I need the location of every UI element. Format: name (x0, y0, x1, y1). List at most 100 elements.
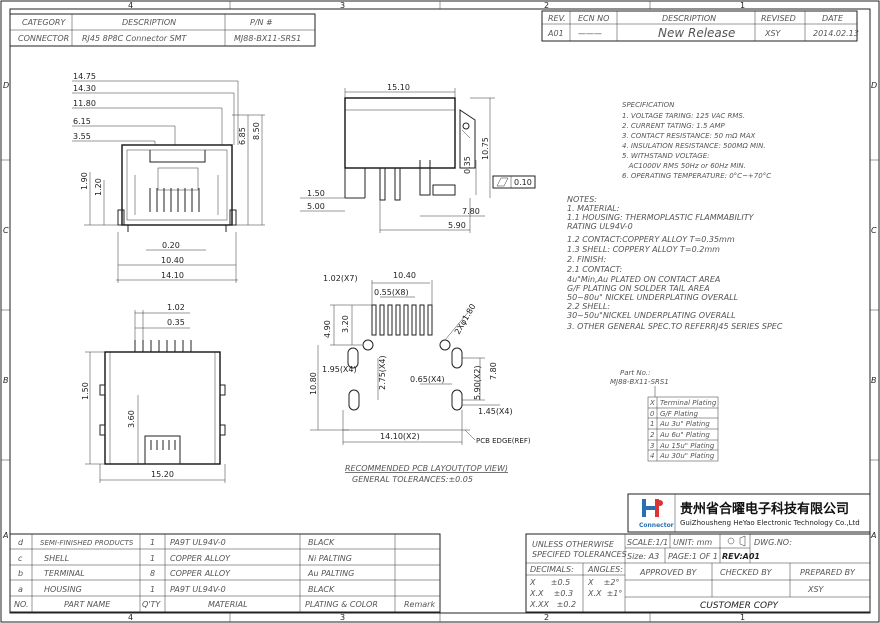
zone-letter-right: B (871, 376, 877, 385)
bom-part: HOUSING (44, 585, 82, 594)
dim-3-20: 3.20 (341, 315, 350, 333)
dim-1-50: 1.50 (81, 382, 90, 400)
dim-14-10x2: 14.10(X2) (380, 432, 420, 441)
note-line: 1.1 HOUSING: THERMOPLASTIC FLAMMABILITY (567, 213, 755, 222)
company-name-cn: 贵州省合曜电子科技有限公司 (680, 501, 849, 517)
dim-3-60: 3.60 (127, 410, 136, 428)
approved-by: APPROVED BY (639, 568, 698, 577)
plating-text: Au 3u" Plating (659, 420, 710, 428)
rev-row-date: 2014.02.13 (813, 29, 859, 38)
dim-5-90: 5.90 (448, 221, 466, 230)
plating-text: Au 6u" Plating (659, 431, 710, 439)
zone-number-bottom: 3 (340, 613, 345, 622)
zone-number-bottom: 4 (128, 613, 133, 622)
flatness-value: 0.10 (514, 178, 532, 187)
ang-x: X ±2° (587, 578, 619, 587)
spec-line: 1. VOLTAGE TARING: 125 VAC RMS. (622, 112, 745, 120)
dim-5-00: 5.00 (307, 202, 325, 211)
zone-number-top: 1 (740, 1, 745, 10)
bom-part: SEMI-FINISHED PRODUCTS (40, 539, 134, 547)
dim-14-75: 14.75 (73, 72, 96, 81)
pcb-layout-view: 1.02(X7) 10.40 0.55(X8) 2Xφ1.80 4.90 3.2… (309, 271, 531, 484)
note-line: 4u"Min,Au PLATED ON CONTACT AREA (567, 275, 720, 284)
dim-2x-phi-1-80: 2Xφ1.80 (453, 302, 478, 336)
title-header-pn: P/N # (250, 18, 273, 27)
bom-header-qty: Q'TY (142, 600, 161, 609)
plating-code: 3 (650, 442, 654, 450)
revision-table: REV. ECN NO DESCRIPTION REVISED DATE A01… (541, 10, 859, 42)
bom-plating: BLACK (308, 585, 335, 594)
note-line: 1. MATERIAL: (567, 204, 620, 213)
dim-1-02x7: 1.02(X7) (323, 274, 358, 283)
rev-header-description: DESCRIPTION (662, 14, 716, 23)
rev-header-date: DATE (822, 14, 844, 23)
dim-1-90: 1.90 (80, 172, 89, 190)
dim-14-30: 14.30 (73, 84, 96, 93)
dim-6-85: 6.85 (238, 127, 247, 145)
zone-number-bottom: 2 (544, 613, 549, 622)
plating-code: 1 (650, 420, 654, 428)
title-description: RJ45 8P8C Connector SMT (82, 34, 188, 43)
title-header-category: CATEGORY (22, 18, 66, 27)
plating-code: 2 (650, 431, 655, 439)
dim-10-80: 10.80 (309, 372, 318, 395)
prepared-by: PREPARED BY (800, 568, 856, 577)
part-no-value: MJ88-BX11-SRS1 (610, 378, 669, 386)
rev-row-description: New Release (658, 26, 735, 40)
company-name-en: GuiZhousheng HeYao Electronic Technology… (680, 519, 860, 527)
zone-letter-right: A (870, 531, 876, 540)
bom-header-material: MATERIAL (208, 600, 248, 609)
company-block: Connector 贵州省合曜电子科技有限公司 GuiZhousheng HeY… (627, 493, 871, 533)
tol-xx: X.X ±0.3 (529, 589, 573, 598)
side-view: 15.10 10.75 0.35 1.50 5.00 7.80 5.90 0.1… (300, 83, 536, 233)
spec-line: 6. OPERATING TEMPERATURE: 0°C~+70°C (622, 172, 771, 180)
bom-header-part: PART NAME (64, 600, 111, 609)
ang-xx: X.X ±1° (587, 589, 622, 598)
bom-material: PA9T UL94V-0 (170, 538, 226, 547)
size-label: Size: A3 (627, 552, 659, 561)
decimals-label: DECIMALS: (530, 565, 574, 574)
unit-label: UNIT: mm (673, 538, 712, 547)
dim-14-10: 14.10 (161, 271, 184, 280)
spec-line: 4. INSULATION RESISTANCE: 500MΩ MIN. (622, 142, 766, 150)
tol-x: X ±0.5 (529, 578, 570, 587)
note-line: 2.1 CONTACT: (567, 265, 622, 274)
bom-qty: 1 (150, 554, 155, 563)
dim-1-20: 1.20 (94, 178, 103, 196)
note-line: 2.2 SHELL: (567, 302, 610, 311)
note-line: RATING UL94V-0 (567, 222, 633, 231)
scale-label: SCALE:1/1 (627, 538, 668, 547)
part-number-block: Part No.: MJ88-BX11-SRS1 X Terminal Plat… (610, 369, 719, 462)
spec-title: SPECIFICATION (622, 101, 675, 109)
dim-4-90: 4.90 (323, 320, 332, 338)
dim-5-90x2: 5.90(X2) (473, 365, 482, 400)
bom-qty: 8 (150, 569, 155, 578)
zone-number-bottom: 1 (740, 613, 745, 622)
bom-item: d (18, 538, 24, 547)
dim-15-20: 15.20 (151, 470, 174, 479)
dim-7-80: 7.80 (489, 362, 498, 380)
rev-header-ecn: ECN NO (578, 14, 609, 23)
title-pn: MJ88-BX11-SRS1 (234, 34, 301, 43)
dim-0-65x4: 0.65(X4) (410, 375, 445, 384)
spec-line: 3. CONTACT RESISTANCE: 50 mΩ MAX (622, 132, 755, 140)
company-logo-text: Connector (639, 522, 674, 529)
zone-letter-right: C (871, 226, 877, 235)
company-logo-icon (642, 499, 663, 517)
bom-item: b (18, 569, 23, 578)
zone-letter-right: D (871, 81, 877, 90)
dim-0-20: 0.20 (162, 241, 180, 250)
dim-15-10: 15.10 (387, 83, 410, 92)
zone-letter-left: D (3, 81, 9, 90)
pcb-layout-caption: RECOMMENDED PCB LAYOUT(TOP VIEW) (345, 464, 508, 473)
spec-line: 2. CURRENT TATING: 1.5 AMP (622, 122, 725, 130)
note-line: NOTES: (567, 195, 597, 204)
zone-number-top: 4 (128, 1, 133, 10)
bom-header-plating: PLATING & COLOR (305, 600, 378, 609)
plating-text: Au 30u" Plating (659, 452, 715, 460)
dim-1-02: 1.02 (167, 303, 185, 312)
bom-item: a (18, 585, 23, 594)
rear-view: 1.02 0.35 1.50 3.60 15.20 (81, 303, 226, 483)
